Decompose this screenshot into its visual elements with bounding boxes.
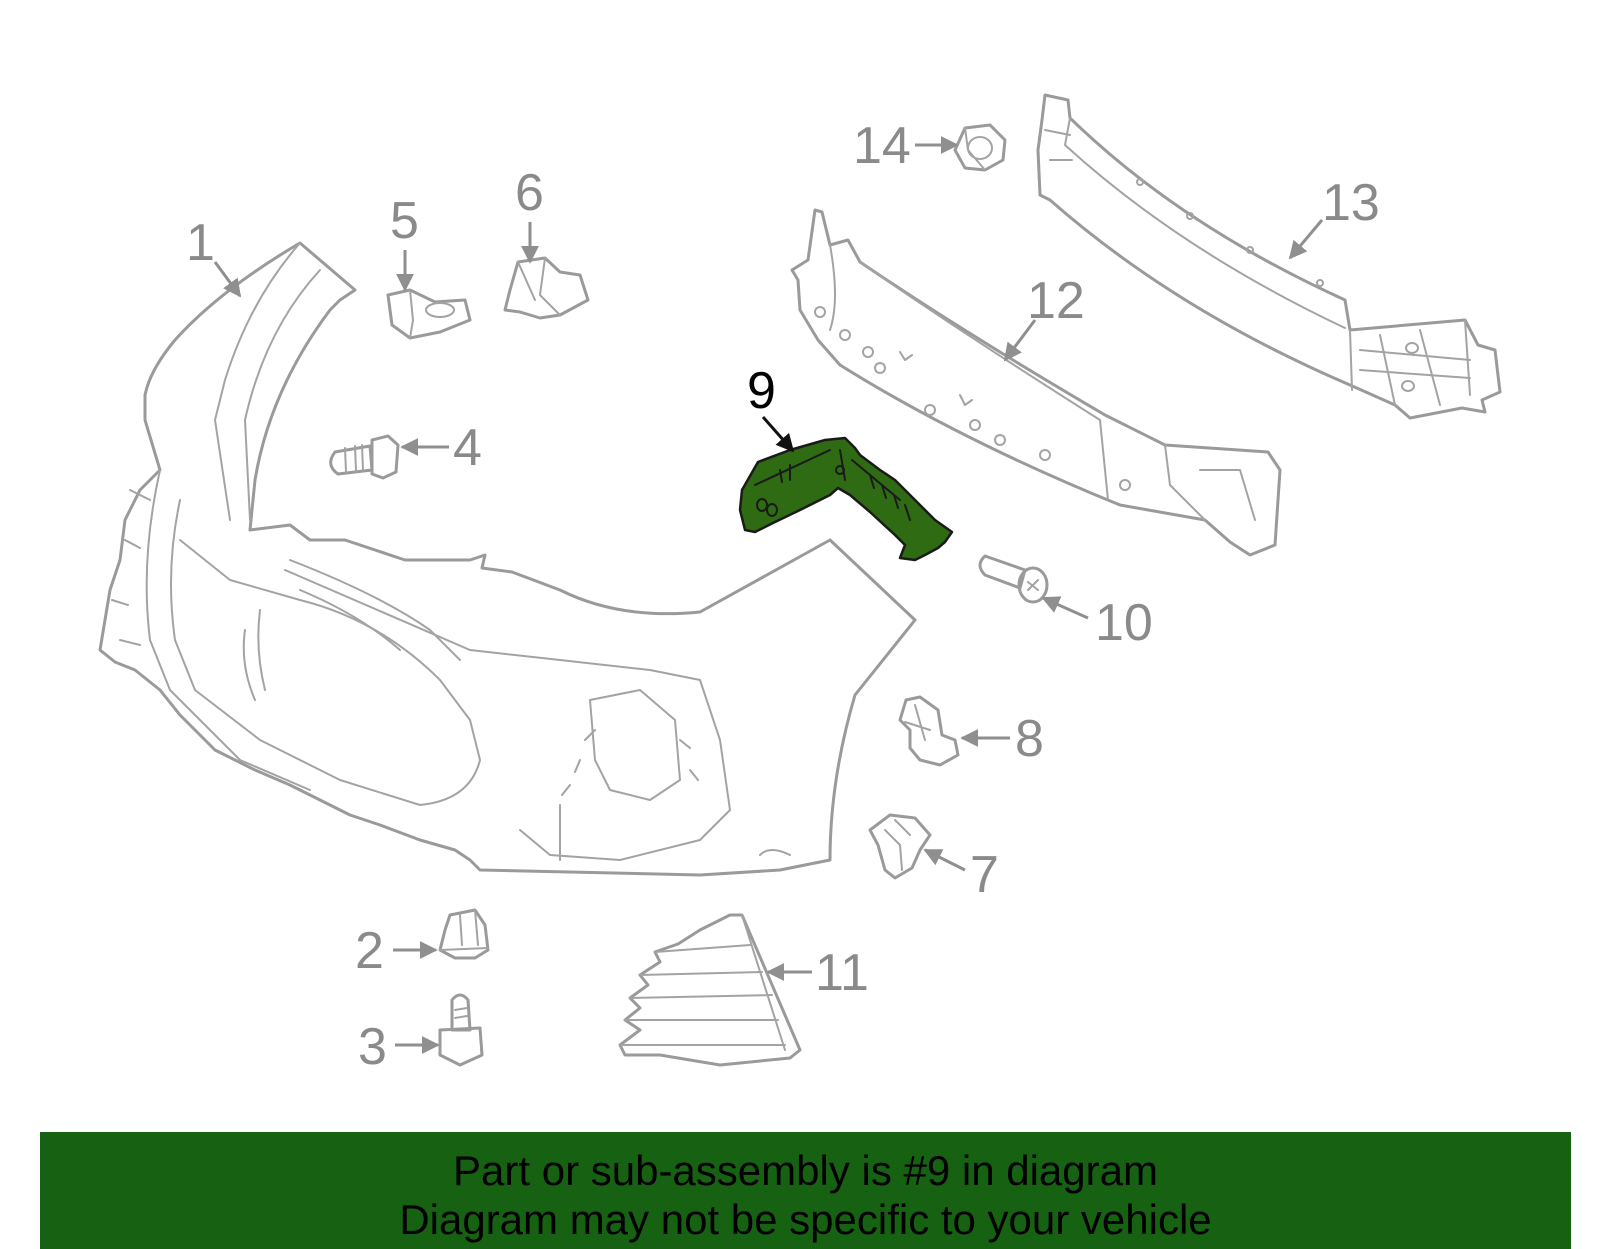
callout-14: 14	[853, 117, 911, 175]
callout-10: 10	[1095, 594, 1153, 652]
callout-13: 13	[1322, 174, 1380, 232]
leader-line-13	[1288, 219, 1324, 260]
nut-part-14	[953, 123, 1007, 172]
callout-3: 3	[358, 1018, 387, 1076]
leader-line-10	[1041, 596, 1089, 620]
bolt-part-4	[329, 434, 400, 480]
leader-line-1	[213, 261, 242, 298]
push-clip-part-8	[898, 695, 960, 767]
screw-part-10	[978, 554, 1049, 604]
leader-lines	[213, 136, 1324, 1054]
highlighted-bracket-part-9	[738, 436, 954, 562]
bumper-reinforcement-part-13	[1036, 93, 1502, 420]
callout-4: 4	[453, 419, 482, 477]
grille-insert-part-11	[618, 913, 802, 1067]
callout-1: 1	[186, 214, 215, 272]
callout-9: 9	[747, 362, 776, 420]
clip-part-5	[386, 288, 472, 340]
info-banner: Part or sub-assembly is #9 in diagram Di…	[40, 1132, 1571, 1249]
bracket-part-6	[503, 256, 590, 320]
callout-8: 8	[1015, 710, 1044, 768]
callout-7: 7	[970, 846, 999, 904]
screw-part-3	[438, 993, 484, 1067]
parts-diagram: 1 2 3 4 5 6 7 8 9 10 11 12 13 14	[98, 93, 1502, 1076]
callout-11: 11	[815, 944, 869, 1002]
callout-5: 5	[390, 192, 419, 250]
banner-disclaimer: Diagram may not be specific to your vehi…	[399, 1196, 1212, 1243]
callout-6: 6	[515, 164, 544, 222]
banner-part-note: Part or sub-assembly is #9 in diagram	[453, 1147, 1158, 1194]
callout-labels: 1 2 3 4 5 6 7 8 9 10 11 12 13 14	[186, 117, 1380, 1076]
clip-part-2	[438, 908, 490, 960]
leader-line-12	[1003, 319, 1037, 362]
energy-absorber-part-12	[790, 208, 1282, 557]
leader-line-7	[923, 848, 966, 872]
callout-2: 2	[355, 922, 384, 980]
bumper-cover-part-1	[98, 241, 917, 877]
leader-line-9	[761, 416, 795, 453]
retainer-part-7	[868, 813, 932, 880]
callout-12: 12	[1027, 272, 1085, 330]
